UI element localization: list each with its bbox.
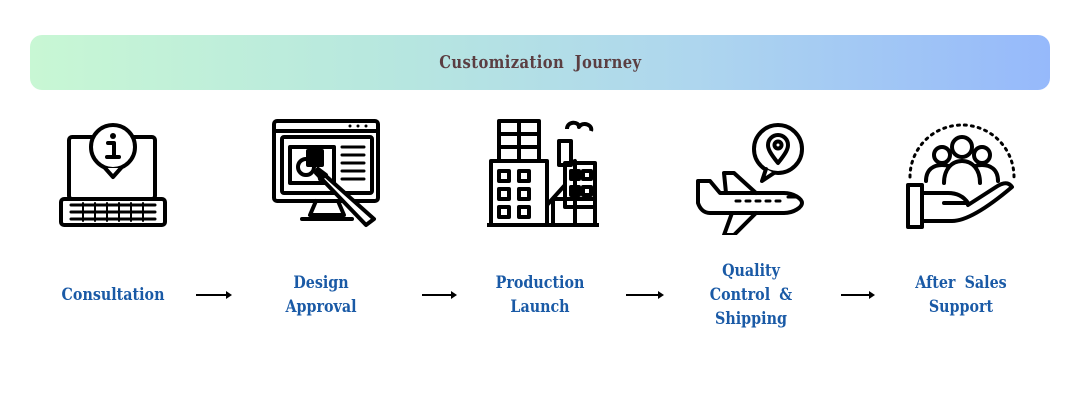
flow-arrow-2 <box>422 291 457 299</box>
step-label-consultation: Consultation <box>61 285 165 305</box>
laptop-info-icon <box>53 115 173 235</box>
step-label-design-approval: Design Approval <box>285 273 357 317</box>
support-hand-people-icon <box>900 115 1020 235</box>
flow-arrow-4 <box>841 291 875 299</box>
step-label-quality-control-shipping: Quality Control & Shipping <box>709 261 793 329</box>
diagram-title: Customization Journey <box>438 52 642 73</box>
airplane-location-icon <box>692 115 812 235</box>
step-label-production-launch: Production Launch <box>495 273 585 317</box>
factory-icon <box>483 115 603 235</box>
flow-arrow-3 <box>626 291 664 299</box>
title-banner: Customization Journey <box>30 35 1050 90</box>
monitor-design-pen-icon <box>268 115 388 235</box>
flow-arrow-1 <box>196 291 232 299</box>
step-label-after-sales-support: After Sales Support <box>915 273 1007 317</box>
